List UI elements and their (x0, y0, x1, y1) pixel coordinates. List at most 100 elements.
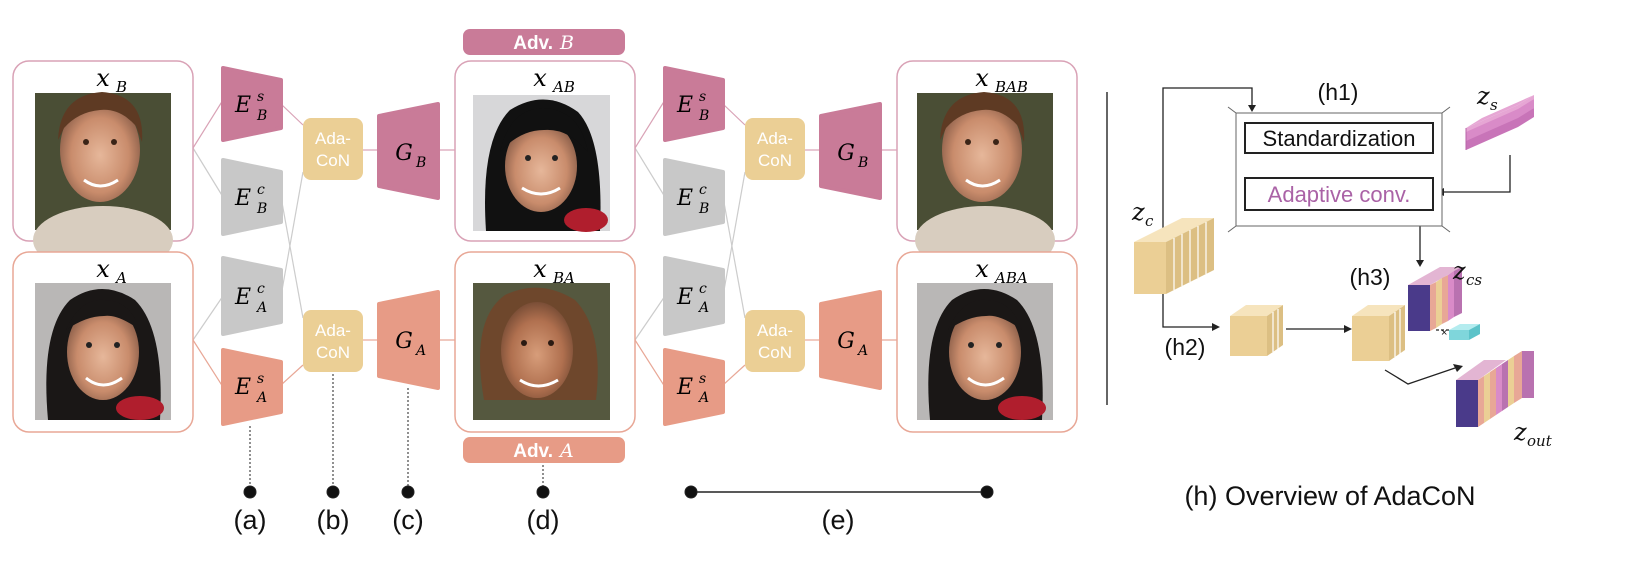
EBs-1-base: E (234, 93, 251, 118)
standardized-tensor-icon (1230, 305, 1283, 356)
zcs-tensor-icon (1408, 267, 1462, 331)
label-xABA-sub: ABA (993, 269, 1028, 287)
generator-GA-1: G A (377, 290, 440, 390)
image-panel-xABA: x ABA (896, 251, 1078, 433)
generator-GB-1: G B (377, 102, 440, 200)
face-photo-xAB (473, 95, 610, 232)
EAs-2-sub: A (697, 390, 709, 406)
EBs-1-sup: s (257, 89, 264, 105)
GA-2-base: G (837, 329, 855, 354)
zc-sub: c (1145, 212, 1154, 230)
marker-d: (d) (527, 505, 560, 535)
label-xBA-sub: BA (552, 269, 575, 287)
marker-a: (a) (234, 505, 267, 535)
adaptive-conv-box (1244, 177, 1434, 211)
face-photo-xBA (473, 283, 610, 420)
encoder-EBs-1: E s B (221, 66, 283, 142)
label-xBAB-base: x (975, 64, 989, 92)
adv-B-prefix: Adv. (513, 33, 553, 54)
EBs-2-sub: B (698, 108, 709, 124)
image-panel-xB: x B (12, 60, 194, 274)
GB-1-base: G (395, 141, 413, 166)
adacon-2-bottom-line2: CoN (758, 343, 792, 362)
label-xBAB-sub: BAB (994, 78, 1028, 96)
GA-1-sub: A (414, 343, 426, 359)
adacon-1-top-line2: CoN (316, 151, 350, 170)
image-panel-xBAB: x BAB (896, 60, 1078, 274)
adv-A-prefix: Adv. (513, 441, 553, 462)
overview-arrows (1162, 87, 1511, 385)
label-xAB-base: x (533, 64, 547, 92)
EAs-1-base: E (234, 375, 251, 400)
adacon-2-bottom-line1: Ada- (757, 321, 793, 340)
label-xA-sub: A (114, 269, 127, 287)
zc-tensor-icon (1134, 218, 1214, 294)
adacon-1-top-line1: Ada- (315, 129, 351, 148)
EAc-2-sup: c (699, 281, 707, 297)
adacon-1-bottom-line2: CoN (316, 343, 350, 362)
generator-GA-2: G A (819, 290, 882, 390)
adaptive-conv-label: Adaptive conv. (1268, 182, 1411, 207)
image-panel-xA: x A (12, 251, 194, 433)
GA-2-sub: A (856, 343, 868, 359)
adacon-block-2-top: Ada- CoN (745, 118, 805, 180)
encoder-EAc-1: E c A (221, 256, 283, 336)
label-h2: (h2) (1165, 334, 1206, 360)
connection-lines (192, 99, 897, 388)
EAc-1-sub: A (255, 300, 267, 316)
kernel-icon (1449, 324, 1480, 340)
multiply-icon: × (1441, 327, 1447, 339)
EBc-2-base: E (676, 186, 693, 211)
EBc-2-sub: B (698, 201, 709, 217)
EBs-2-base: E (676, 93, 693, 118)
EBs-2-sup: s (699, 89, 706, 105)
zout-tensor-icon (1456, 351, 1534, 427)
generator-GB-2: G B (819, 102, 882, 200)
adacon-1-bottom-line1: Ada- (315, 321, 351, 340)
label-xBA-base: x (533, 255, 547, 283)
zc-base: z (1131, 198, 1145, 226)
face-photo-xBAB (915, 92, 1055, 274)
face-photo-xABA (917, 283, 1053, 420)
EAc-1-sup: c (257, 281, 265, 297)
label-xB-base: x (96, 64, 110, 92)
zout-sub: out (1527, 432, 1553, 450)
zs-tensor-icon (1465, 95, 1534, 150)
EBc-1-sup: c (257, 182, 265, 198)
image-panel-xAB: x AB (454, 60, 636, 242)
overview-panel: Standardization Adaptive conv. (h1) (h2)… (1131, 79, 1553, 511)
zout-base: z (1513, 418, 1527, 446)
EBc-1-base: E (234, 186, 251, 211)
EAc-2-sub: A (697, 300, 709, 316)
adacon-2-top-line1: Ada- (757, 129, 793, 148)
EAs-2-sup: s (699, 371, 706, 387)
encoder-EAs-1: E s A (221, 348, 283, 426)
adacon-2-top-line2: CoN (758, 151, 792, 170)
encoder-EBs-2: E s B (663, 66, 725, 142)
label-h1: (h1) (1318, 79, 1359, 105)
EBc-1-sub: B (256, 201, 267, 217)
image-panel-xBA: x BA (454, 251, 636, 433)
encoder-EAc-2: E c A (663, 256, 725, 336)
label-h3: (h3) (1350, 264, 1391, 290)
GA-1-base: G (395, 329, 413, 354)
label-xAB-sub: AB (551, 78, 575, 96)
component-markers (243, 374, 994, 499)
GB-2-base: G (837, 141, 855, 166)
face-photo-xA (35, 283, 171, 420)
box-corner-ticks (1227, 106, 1451, 233)
encoder-EBc-2: E c B (663, 158, 725, 236)
EAs-2-base: E (676, 375, 693, 400)
EAc-1-base: E (234, 285, 251, 310)
zcs-sub: cs (1466, 271, 1482, 289)
adv-B-var: B (559, 32, 574, 54)
EBs-1-sub: B (256, 108, 267, 124)
label-xA-base: x (96, 255, 110, 283)
standardized-tensor-icon-2 (1352, 305, 1405, 361)
marker-c: (c) (392, 505, 423, 535)
marker-b: (b) (317, 505, 350, 535)
zs-base: z (1476, 82, 1490, 110)
label-xABA-base: x (975, 255, 989, 283)
EBc-2-sup: c (699, 182, 707, 198)
